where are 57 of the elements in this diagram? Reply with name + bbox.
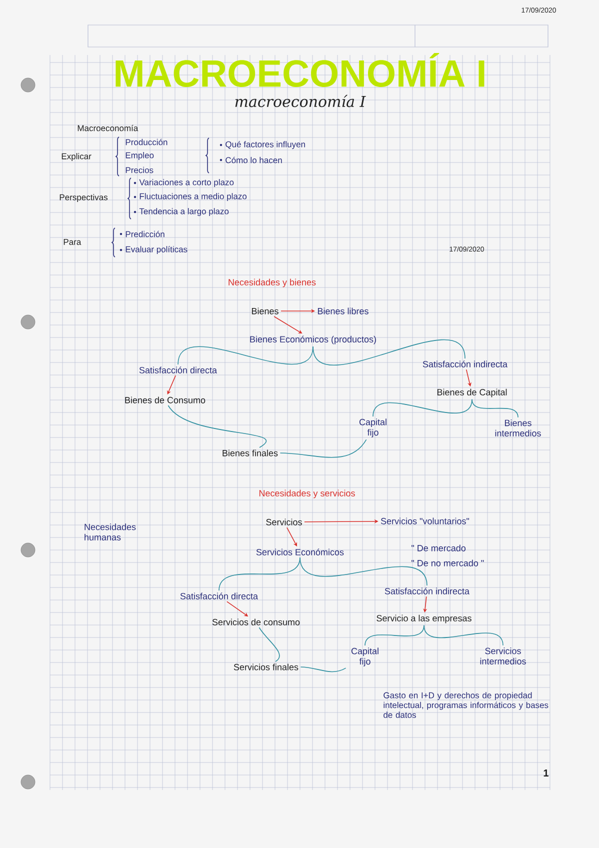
connector-curve xyxy=(280,439,367,458)
connector-curve xyxy=(218,557,300,591)
connector-curve xyxy=(168,405,266,448)
connector-curve xyxy=(258,627,280,662)
section-heading: Necesidades y servicios xyxy=(259,490,355,498)
concept-text: Servicios intermedios xyxy=(480,648,526,664)
concept-text: Capital fijo xyxy=(359,418,386,438)
list-item: Variaciones a corto plazo xyxy=(139,179,234,187)
term: Para xyxy=(64,239,82,245)
concept-text: Bienes libres xyxy=(318,308,368,314)
list-item: Qué factores influyen xyxy=(226,141,305,149)
list-item: " De no mercado " xyxy=(412,560,484,566)
concept-text: Bienes de Consumo xyxy=(125,396,206,404)
concept-text: Satisfacción indirecta xyxy=(384,588,470,594)
concept-text: Satisfacción directa xyxy=(139,366,217,374)
term: Explicar xyxy=(62,153,92,161)
note: Necesidades humanas xyxy=(84,524,136,540)
heading: Macroeconomía xyxy=(78,124,138,132)
list-item: Precios xyxy=(126,166,154,174)
term: Perspectivas xyxy=(60,194,108,202)
arrow xyxy=(286,527,298,546)
concept-text: Bienes finales xyxy=(222,450,278,456)
connector-curve xyxy=(178,346,314,365)
concept-text: Bienes intermedios xyxy=(495,420,541,436)
concept-text: Capital fijo xyxy=(351,648,378,666)
section-heading: Necesidades y bienes xyxy=(228,278,316,288)
connector-curve xyxy=(364,625,424,646)
concept-text: Servicio a las empresas xyxy=(376,614,472,624)
concept-text: Bienes xyxy=(252,308,278,314)
concept-text: Servicios xyxy=(266,518,302,526)
arrow xyxy=(167,375,176,394)
connector-curve xyxy=(424,625,504,646)
subtitle: macroeconomía I xyxy=(235,94,366,108)
list-item: Tendencia a largo plazo xyxy=(139,208,229,216)
list-item: Evaluar políticas xyxy=(126,246,188,254)
title: MACROECONOMÍA I xyxy=(116,53,484,88)
concept-text: Satisfacción indirecta xyxy=(422,360,508,368)
concept-text: Bienes Económicos (productos) xyxy=(250,336,376,344)
note: Gasto en I+D y derechos de propiedad intelectual, programas informáticos y bases de datos xyxy=(384,692,548,718)
connector-curve xyxy=(372,399,472,417)
concept-text: Servicios "voluntarios" xyxy=(380,518,470,524)
connector-curve xyxy=(300,666,346,672)
connector-curve xyxy=(312,339,466,366)
connector-curve xyxy=(300,557,428,586)
page-number: 1 xyxy=(544,770,548,776)
concept-text: Satisfacción directa xyxy=(180,592,258,600)
concept-text: Servicios finales xyxy=(234,664,298,670)
list-item: Empleo xyxy=(126,152,154,160)
list-item: Cómo lo hacen xyxy=(226,156,282,164)
connector-curve xyxy=(472,399,518,418)
list-item: " De mercado xyxy=(412,544,466,552)
list-item: Predicción xyxy=(126,230,164,238)
list-item: Producción xyxy=(126,138,168,146)
concept-text: Servicios de consumo xyxy=(212,618,300,626)
concept-text: Bienes de Capital xyxy=(437,388,507,398)
concept-text: Servicios Económicos xyxy=(256,548,344,556)
list-item: Fluctuaciones a medio plazo xyxy=(140,193,247,201)
